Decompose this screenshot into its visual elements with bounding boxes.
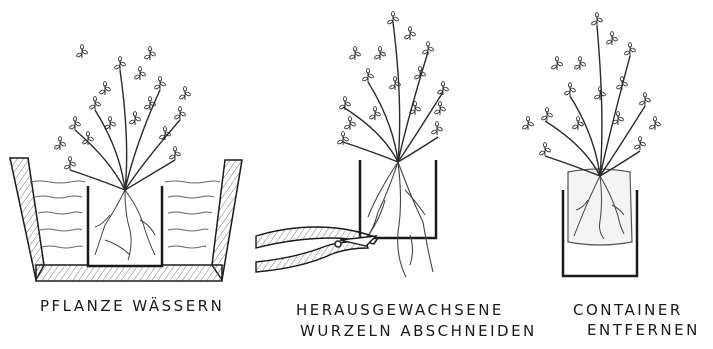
step-3-caption-line-2: ENTFERNEN <box>587 321 700 340</box>
step-1-illustration <box>10 45 242 281</box>
step-2-caption-line-2: WURZELN ABSCHNEIDEN <box>300 322 537 341</box>
container-icon <box>360 160 436 238</box>
step-3-illustration <box>522 13 661 276</box>
step-3-caption-line-1: CONTAINER <box>573 301 683 320</box>
plant-icon <box>54 45 191 190</box>
step-2-illustration <box>256 12 449 277</box>
step-1-caption: PFLANZE WÄSSERN <box>40 297 224 316</box>
step-2-caption-line-1: HERAUSGEWACHSENE <box>296 301 504 320</box>
pruning-shears-icon <box>256 227 378 272</box>
plant-icon <box>337 12 449 162</box>
soil-rootball-icon <box>568 169 632 245</box>
plant-icon <box>522 13 661 176</box>
